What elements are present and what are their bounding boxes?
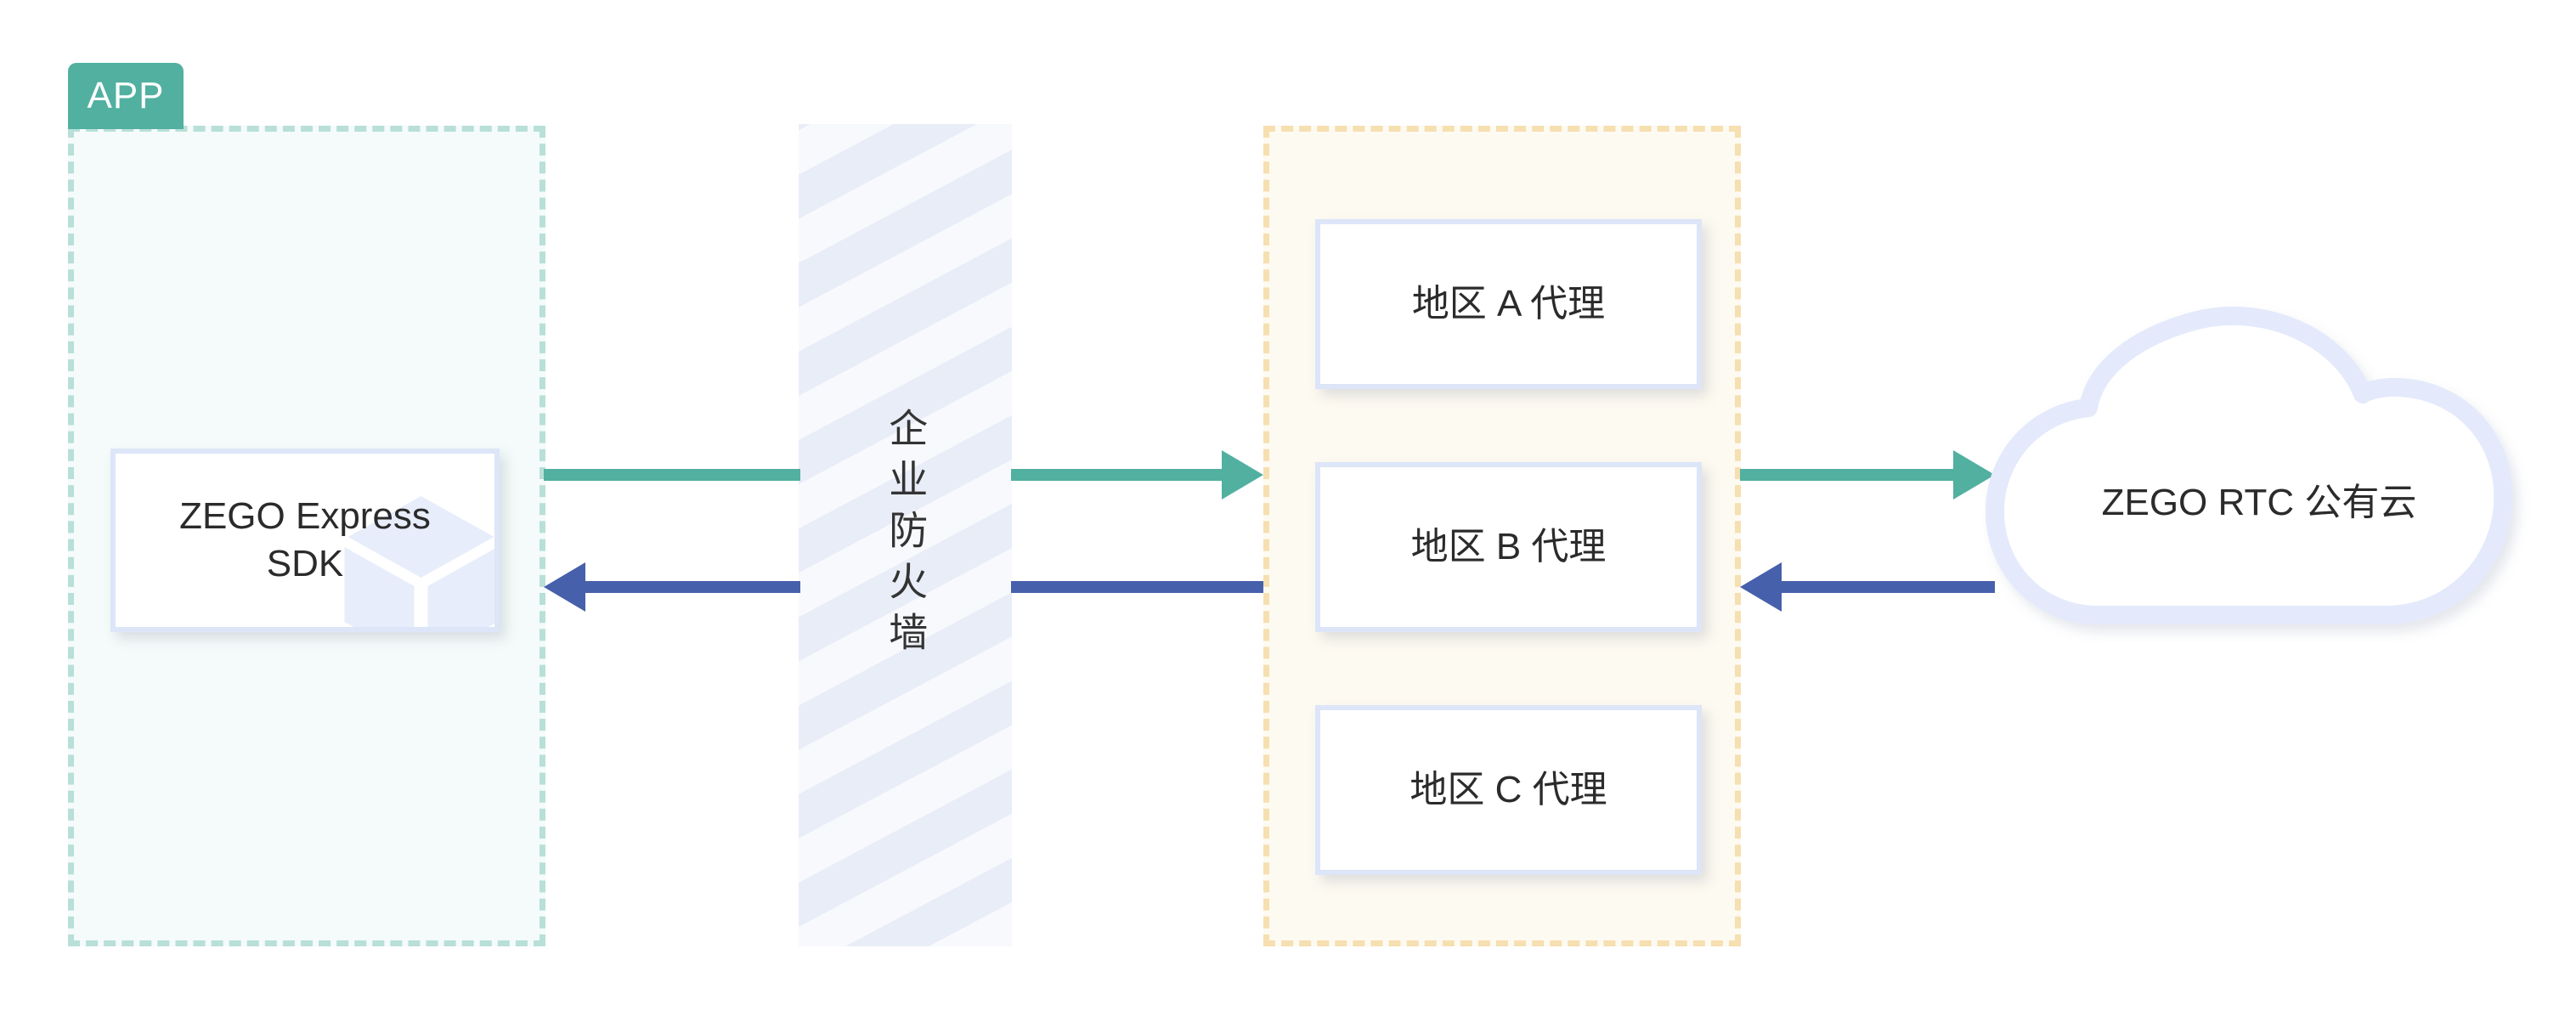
proxy-card-label: 地区 C 代理 [1409, 768, 1607, 810]
zego-express-sdk-card: ZEGO Express SDK [110, 449, 500, 632]
cube-3d-icon [344, 496, 494, 627]
proxy-card-label: 地区 B 代理 [1410, 525, 1607, 567]
proxy-card-region-b: 地区 B 代理 [1315, 462, 1702, 632]
proxy-card-region-a: 地区 A 代理 [1315, 219, 1702, 389]
app-badge-label: APP [87, 75, 165, 116]
proxy-card-region-c: 地区 C 代理 [1315, 705, 1702, 875]
firewall-label: 企业防火墙 [884, 408, 929, 663]
enterprise-firewall-band: 企业防火墙 [799, 124, 1012, 946]
cloud-icon [1986, 306, 2513, 624]
sdk-card-label: ZEGO Express SDK [179, 494, 431, 584]
app-badge: APP [68, 63, 184, 129]
proxy-card-label: 地区 A 代理 [1411, 282, 1606, 325]
